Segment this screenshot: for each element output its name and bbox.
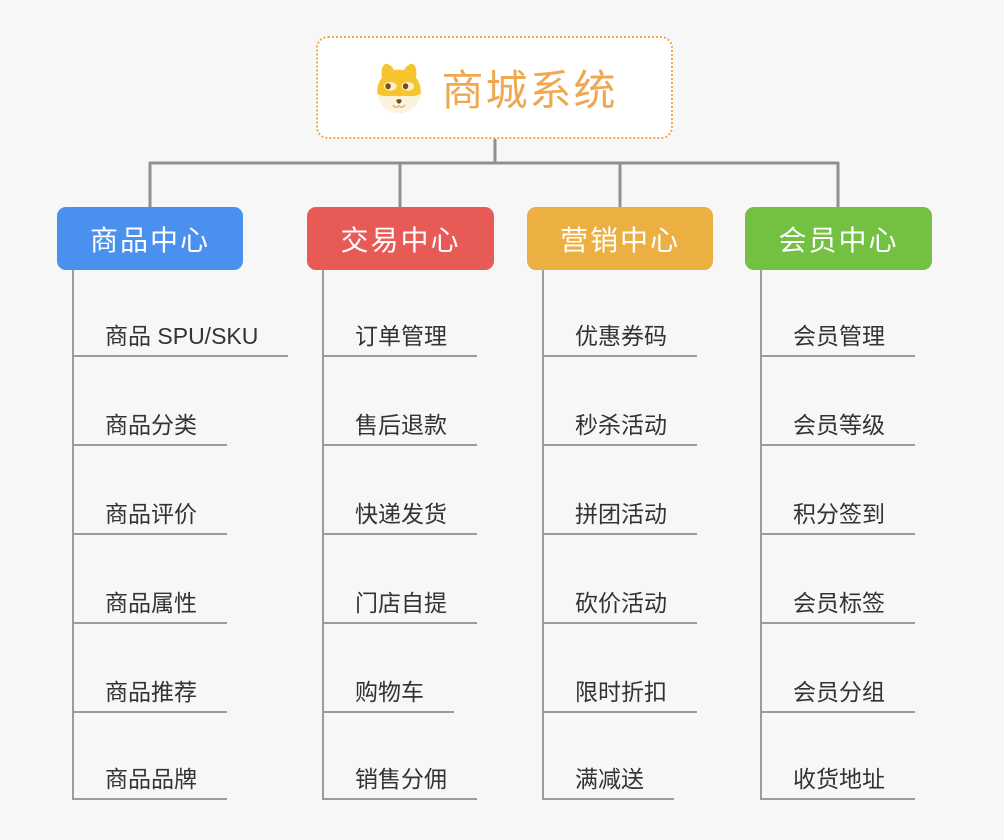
leaf-node[interactable]: 商品品牌 [72, 762, 227, 800]
leaf-node[interactable]: 快递发货 [322, 497, 477, 535]
leaf-node[interactable]: 商品分类 [72, 408, 227, 446]
leaf-node[interactable]: 满减送 [542, 762, 674, 800]
root-node-title: 商城系统 [441, 67, 618, 114]
leaf-node[interactable]: 收货地址 [760, 762, 915, 800]
leaf-node[interactable]: 门店自提 [322, 586, 477, 624]
leaf-node[interactable]: 会员分组 [760, 675, 915, 713]
leaf-node[interactable]: 商品 SPU/SKU [72, 319, 289, 357]
leaf-node[interactable]: 优惠券码 [542, 319, 697, 357]
leaf-node[interactable]: 会员管理 [760, 319, 915, 357]
branch-label: 交易中心 [340, 224, 461, 256]
branch-label: 商品中心 [89, 224, 210, 256]
leaf-node[interactable]: 商品推荐 [72, 675, 227, 713]
leaf-node[interactable]: 商品评价 [72, 497, 227, 535]
branch-node-product-center[interactable]: 商品中心 [57, 207, 243, 270]
branch-node-member-center[interactable]: 会员中心 [745, 207, 932, 270]
leaf-node[interactable]: 限时折扣 [542, 675, 697, 713]
leaf-node[interactable]: 会员标签 [760, 586, 915, 624]
dog-face-icon [377, 63, 422, 113]
leaf-node[interactable]: 购物车 [322, 675, 454, 713]
branch-node-trade-center[interactable]: 交易中心 [307, 207, 494, 270]
branch-label: 会员中心 [778, 224, 899, 256]
leaf-node[interactable]: 销售分佣 [322, 762, 477, 800]
leaf-node[interactable]: 砍价活动 [542, 586, 697, 624]
leaf-node[interactable]: 积分签到 [760, 497, 915, 535]
leaf-node[interactable]: 会员等级 [760, 408, 915, 446]
branch-node-marketing-center[interactable]: 营销中心 [527, 207, 713, 270]
leaf-node[interactable]: 订单管理 [322, 319, 477, 357]
root-node-mall-system[interactable]: 商城系统 [316, 36, 673, 139]
leaf-node[interactable]: 拼团活动 [542, 497, 697, 535]
branch-label: 营销中心 [559, 224, 680, 256]
leaf-node[interactable]: 商品属性 [72, 586, 227, 624]
leaf-node[interactable]: 售后退款 [322, 408, 477, 446]
tree-connector-path [148, 139, 840, 208]
leaf-node[interactable]: 秒杀活动 [542, 408, 697, 446]
